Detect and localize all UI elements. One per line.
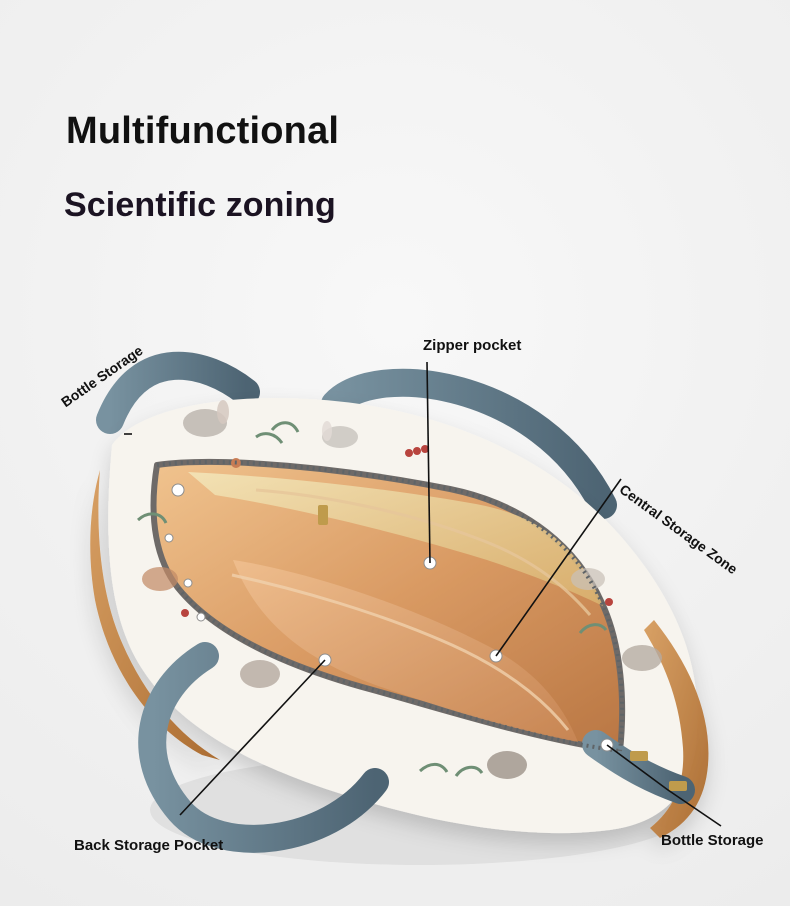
page-subtitle: Scientific zoning: [64, 186, 336, 224]
callout-lines: [124, 361, 722, 827]
zipper-track: [156, 459, 625, 753]
bag-body: [90, 398, 709, 838]
page-title: Multifunctional: [66, 110, 340, 152]
back-storage-pocket-label: Back Storage Pocket: [74, 837, 224, 854]
bottle-storage-right-label: Bottle Storage: [661, 832, 764, 849]
zipper-pulls: [318, 505, 687, 791]
fabric-pattern: [136, 400, 662, 779]
top-straps: [96, 351, 617, 519]
zipper-pocket-label: Zipper pocket: [423, 337, 522, 354]
